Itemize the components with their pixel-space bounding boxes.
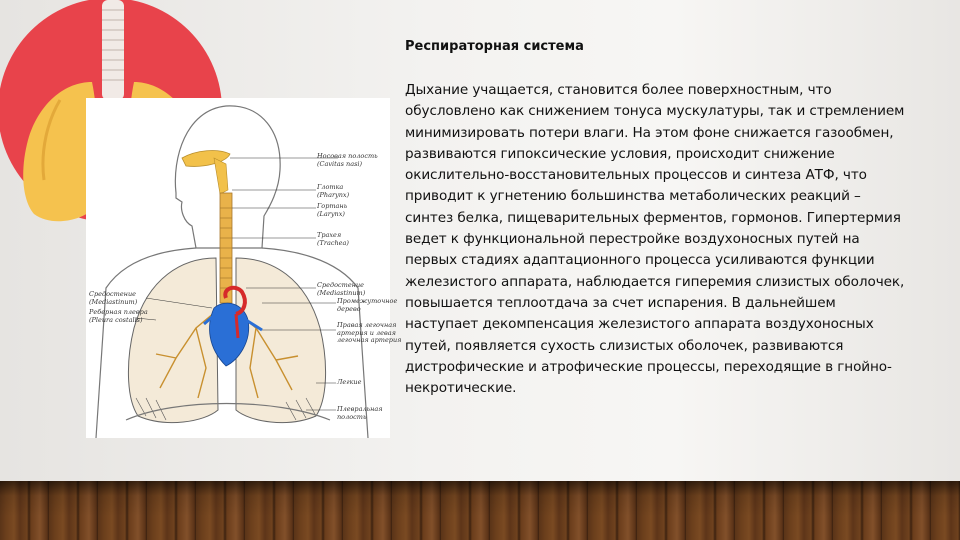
respiratory-diagram: Носовая полость (Cavitas nasi) Глотка (P…	[86, 98, 401, 438]
label-lungs: Легкие	[337, 378, 362, 387]
label-line: Реберная плевра	[89, 308, 148, 316]
label-line: (Mediastinum)	[317, 288, 366, 297]
label-line: Плевральная	[337, 405, 383, 413]
label-line: (Larynx)	[317, 209, 345, 218]
label-nasal-cavity: Носовая полость (Cavitas nasi)	[317, 152, 378, 168]
label-larynx: Гортань (Larynx)	[317, 202, 348, 218]
label-line: дерево	[337, 304, 361, 313]
label-trachea: Трахея (Trachea)	[317, 231, 349, 247]
label-line: Глотка	[317, 183, 344, 191]
label-line: Средостение	[89, 290, 136, 298]
label-line: полость	[337, 412, 367, 421]
label-line: Носовая полость	[317, 152, 378, 160]
text-block: Респираторная система Дыхание учащается,…	[405, 38, 910, 399]
label-pleural-cavity: Плевральная полость	[337, 405, 383, 421]
label-costal-pleura: Реберная плевра (Pleura costalis)	[89, 308, 148, 324]
label-line: Промежуточное	[337, 297, 398, 305]
label-line: легочная артерия	[337, 336, 402, 344]
label-line: Правая легочная	[337, 321, 397, 329]
slide-title: Респираторная система	[405, 39, 584, 54]
respiratory-anatomy-illustration	[95, 105, 369, 438]
label-intermediate-tree: Промежуточное дерево	[337, 297, 398, 313]
label-line: Гортань	[317, 202, 348, 210]
wood-floor-decoration	[0, 481, 960, 540]
label-line: (Mediastinum)	[89, 297, 138, 306]
label-line: (Trachea)	[317, 238, 349, 247]
label-line: (Pharynx)	[317, 190, 350, 199]
label-line: Легкие	[337, 378, 362, 386]
label-line: (Pleura costalis)	[89, 315, 143, 324]
label-pharynx: Глотка (Pharynx)	[317, 183, 350, 199]
slide-body-text: Дыхание учащается, становится более пове…	[405, 82, 905, 397]
label-line: Трахея	[317, 231, 342, 239]
label-line: (Cavitas nasi)	[317, 159, 363, 168]
label-pulmonary-arteries: Правая легочная артерия и левая легочная…	[337, 321, 402, 345]
label-mediastinum-right: Средостение (Mediastinum)	[317, 281, 366, 297]
label-line: Средостение	[317, 281, 364, 289]
label-mediastinum-left: Средостение (Mediastinum)	[89, 290, 138, 306]
label-line: артерия и левая	[337, 328, 396, 337]
